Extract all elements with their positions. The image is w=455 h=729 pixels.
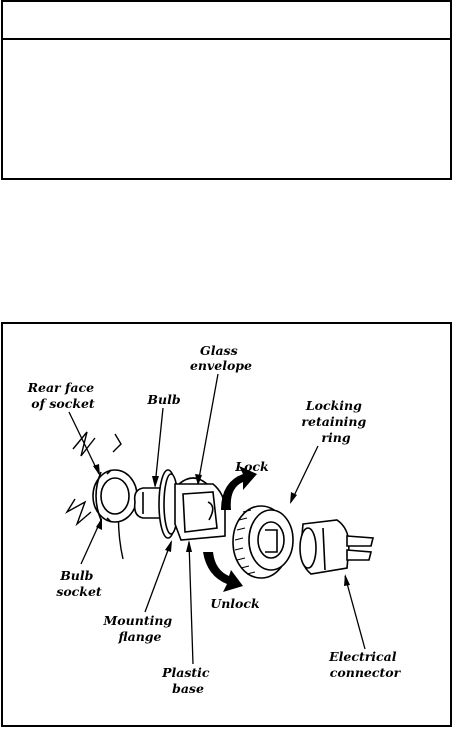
leader-electrical-connector [344,575,366,650]
label-bulb-socket: Bulb socket [56,568,102,599]
label-bulb: Bulb [146,392,180,407]
label-locking-retaining-ring: Locking retaining ring [301,398,370,445]
bulb [133,469,226,541]
bulb-assembly-diagram: Glass envelope Rear face of socket Bulb … [27,343,402,696]
leader-locking-ring [290,445,319,503]
label-rear-face-of-socket: Rear face of socket [27,380,99,411]
leader-bulb [154,407,164,487]
note-header [3,2,450,40]
electrical-connector [299,519,375,575]
label-plastic-base: Plastic base [161,665,214,696]
leader-arrowheads [93,464,350,586]
label-mounting-flange: Mounting flange [102,613,176,644]
rotation-arrows [203,466,257,592]
lock-arrow [221,466,257,510]
locking-retaining-ring [232,505,294,579]
bulb-socket [92,469,138,523]
note-box [1,0,452,180]
unlock-arrow [203,552,243,592]
leader-glass-envelope [197,373,219,485]
bulb-replacement-figure: Glass envelope Rear face of socket Bulb … [1,322,452,727]
label-unlock: Unlock [210,596,260,611]
leader-plastic-base [188,541,194,665]
label-electrical-connector: Electrical connector [328,649,401,680]
leader-mounting-flange [144,541,172,613]
label-glass-envelope: Glass envelope [190,343,252,373]
